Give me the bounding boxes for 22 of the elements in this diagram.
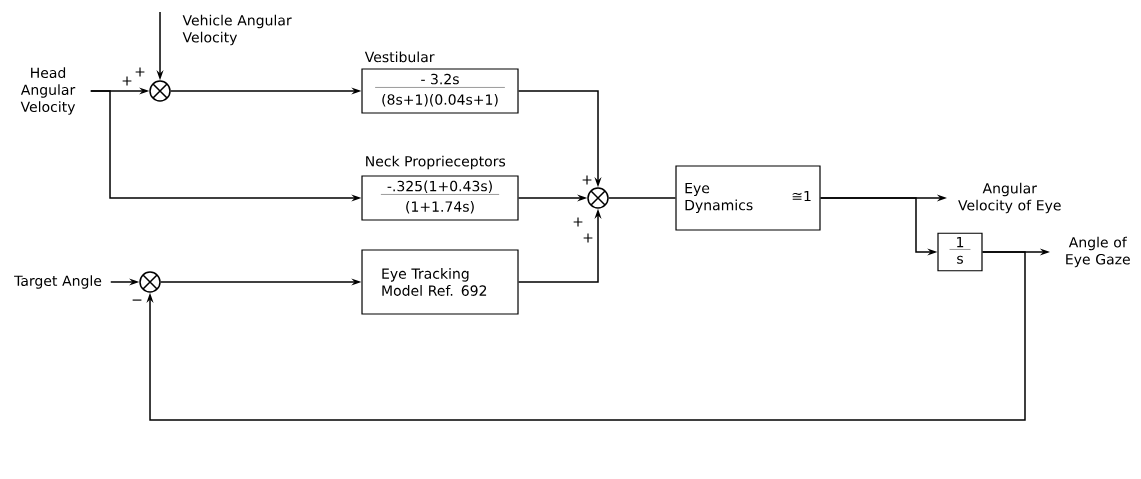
block-box: Eye Dynamics ≅1 <box>675 165 821 231</box>
signal-label: Angular Velocity of Eye <box>958 182 1061 214</box>
summing-junction <box>149 80 171 102</box>
block-box: Eye Tracking Model Ref. 692 <box>361 249 519 315</box>
sign-label: + <box>573 217 583 227</box>
signal-label: Head Angular Velocity <box>20 67 76 115</box>
sign-label: + <box>583 233 593 243</box>
signal-label: Target Angle <box>14 275 102 289</box>
transfer-function-box: Vestibular - 3.2s (8s+1)(0.04s+1) <box>361 51 519 114</box>
summing-junction <box>139 271 161 293</box>
sign-label: + <box>135 67 145 77</box>
sign-label: − <box>132 299 142 301</box>
node-label: Vestibular <box>364 51 435 63</box>
transfer-function-box: 1 s <box>937 232 983 272</box>
transfer-function-box: Neck Proprieceptors -.325(1+0.43s) (1+1.74s) <box>361 155 519 221</box>
sign-label: + <box>122 76 132 86</box>
summing-junction <box>587 187 609 209</box>
signal-label: Vehicle Angular Velocity <box>182 14 292 46</box>
arrow <box>146 251 1026 421</box>
signal-label: Angle of Eye Gaze <box>1066 236 1130 268</box>
node-label: Neck Proprieceptors <box>366 155 506 170</box>
sign-label: + <box>582 175 592 185</box>
